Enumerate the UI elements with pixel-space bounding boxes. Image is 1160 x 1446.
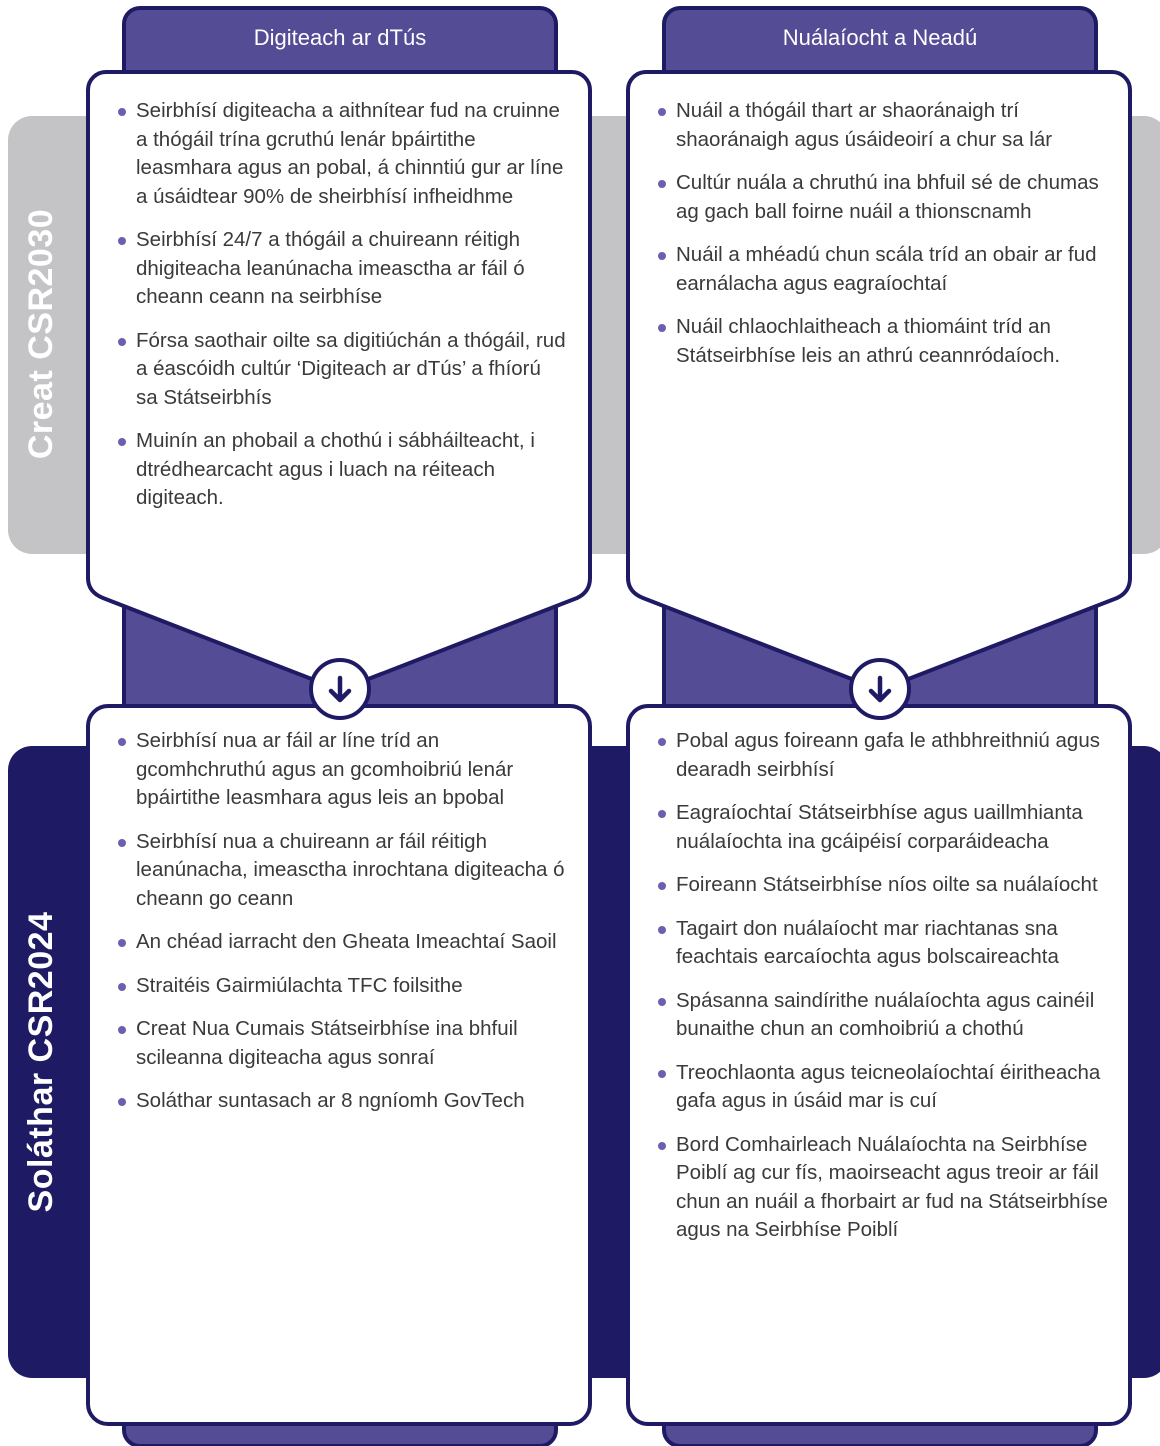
row-label-creat: Creat CSR2030 (22, 208, 60, 460)
list-bottom-left: Seirbhísí nua ar fáil ar líne tríd an gc… (116, 727, 566, 1131)
list-item: Muinín an phobail a chothú i sábháilteac… (116, 427, 566, 513)
row-label-solathar: Soláthar CSR2024 (22, 911, 60, 1213)
list-item: Seirbhísí 24/7 a thógáil a chuireann réi… (116, 226, 566, 312)
list-item: Soláthar suntasach ar 8 ngníomh GovTech (116, 1087, 566, 1116)
list-item: Treochlaonta agus teicneolaíochtaí éirit… (656, 1059, 1108, 1116)
list-item: Spásanna saindírithe nuálaíochta agus ca… (656, 987, 1108, 1044)
list-top-left: Seirbhísí digiteacha a aithnítear fud na… (116, 97, 566, 528)
list-item: Eagraíochtaí Státseirbhíse agus uaillmhi… (656, 799, 1108, 856)
list-item: Straitéis Gairmiúlachta TFC foilsithe (116, 972, 566, 1001)
list-item: An chéad iarracht den Gheata Imeachtaí S… (116, 928, 566, 957)
list-item: Bord Comhairleach Nuálaíochta na Seirbhí… (656, 1131, 1108, 1245)
list-item: Nuáil a mhéadú chun scála tríd an obair … (656, 241, 1106, 298)
column-title-2: Nuálaíocht a Neadú (782, 25, 978, 50)
arrow-down-icon (849, 658, 911, 720)
list-item: Tagairt don nuálaíocht mar riachtanas sn… (656, 915, 1108, 972)
list-item: Foireann Státseirbhíse níos oilte sa nuá… (656, 871, 1108, 900)
box-top-left (86, 70, 592, 693)
list-item: Nuáil a thógáil thart ar shaoránaigh trí… (656, 97, 1106, 154)
list-item: Seirbhísí digiteacha a aithnítear fud na… (116, 97, 566, 211)
list-item: Creat Nua Cumais Státseirbhíse ina bhfui… (116, 1015, 566, 1072)
list-item: Seirbhísí nua a chuireann ar fáil réitig… (116, 828, 566, 914)
column-title-1: Digiteach ar dTús (253, 25, 427, 50)
list-top-right: Nuáil a thógáil thart ar shaoránaigh trí… (656, 97, 1106, 385)
list-item: Seirbhísí nua ar fáil ar líne tríd an gc… (116, 727, 566, 813)
list-bottom-right: Pobal agus foireann gafa le athbhreithni… (656, 727, 1108, 1260)
list-item: Pobal agus foireann gafa le athbhreithni… (656, 727, 1108, 784)
arrow-down-icon (309, 658, 371, 720)
list-item: Fórsa saothair oilte sa digitiúchán a th… (116, 327, 566, 413)
box-top-right (626, 70, 1132, 693)
list-item: Cultúr nuála a chruthú ina bhfuil sé de … (656, 169, 1106, 226)
list-item: Nuáil chlaochlaitheach a thiomáint tríd … (656, 313, 1106, 370)
